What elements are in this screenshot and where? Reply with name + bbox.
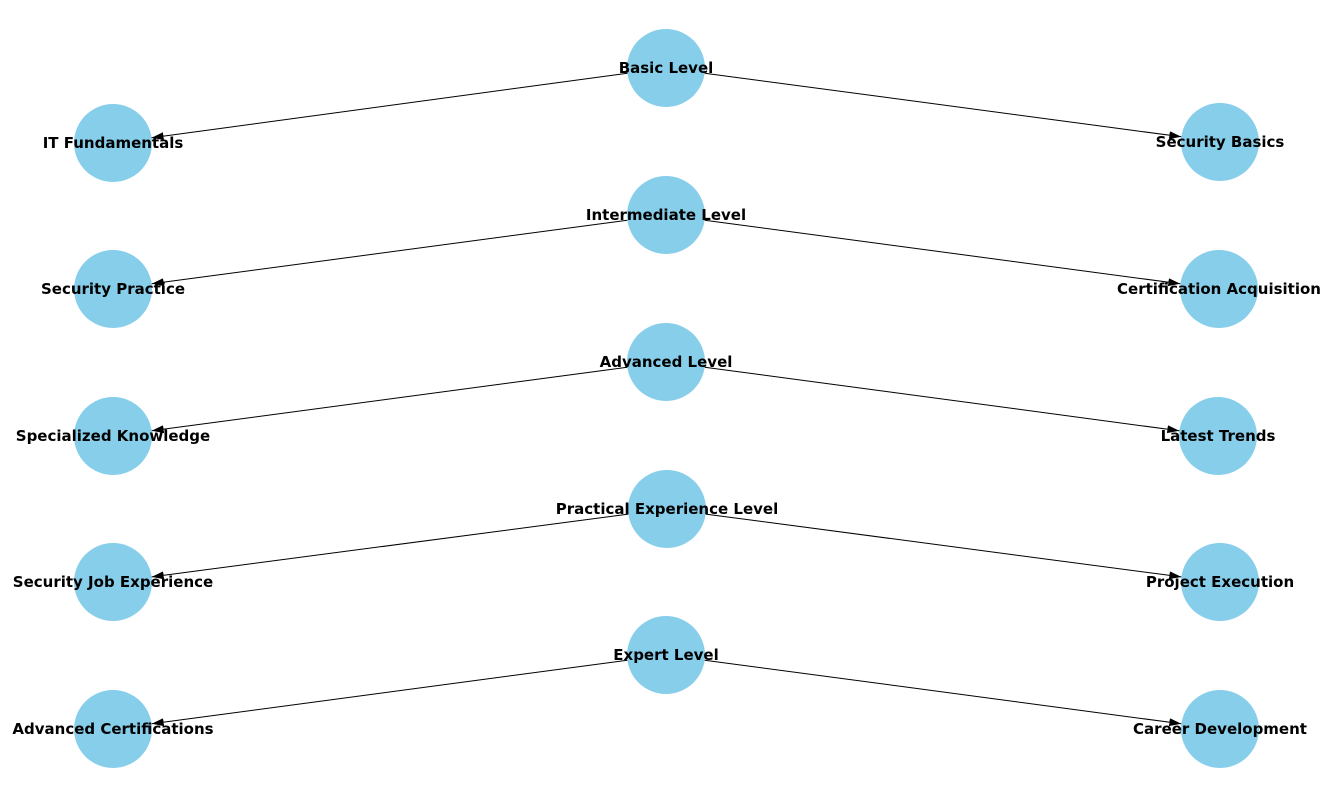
edge-expert-level-to-advanced-certifications [151, 659, 628, 727]
node-label-expert-level: Expert Level [613, 646, 718, 664]
edge-practical-experience-level-to-project-execution [705, 513, 1182, 580]
node-security-basics [1181, 103, 1259, 181]
node-basic-level [627, 29, 705, 107]
node-label-latest-trends: Latest Trends [1161, 427, 1276, 445]
node-security-job-experience [74, 543, 152, 621]
node-intermediate-level [627, 176, 705, 254]
node-label-practical-experience-level: Practical Experience Level [556, 500, 778, 518]
nodes-layer [74, 29, 1259, 768]
edge-expert-level-to-career-development [704, 659, 1182, 727]
node-label-security-basics: Security Basics [1156, 133, 1285, 151]
labels-layer: Basic Level IT Fundamentals Security Basic… [12, 59, 1321, 738]
node-latest-trends [1179, 397, 1257, 475]
node-label-advanced-certifications: Advanced Certifications [12, 720, 213, 738]
node-label-project-execution: Project Execution [1146, 573, 1294, 591]
node-it-fundamentals [74, 104, 152, 182]
node-advanced-level [627, 323, 705, 401]
edge-advanced-level-to-specialized-knowledge [151, 366, 628, 434]
edge-intermediate-level-to-security-practice [151, 219, 628, 287]
node-label-security-job-experience: Security Job Experience [13, 573, 213, 591]
node-certification-acquisition [1180, 250, 1258, 328]
node-expert-level [627, 616, 705, 694]
node-label-certification-acquisition: Certification Acquisition [1117, 280, 1321, 298]
node-specialized-knowledge [74, 397, 152, 475]
edge-basic-level-to-security-basics [704, 72, 1182, 140]
node-career-development [1181, 690, 1259, 768]
node-label-specialized-knowledge: Specialized Knowledge [16, 427, 210, 445]
node-practical-experience-level [628, 470, 706, 548]
edges-layer [151, 72, 1182, 727]
node-label-it-fundamentals: IT Fundamentals [43, 134, 184, 152]
node-project-execution [1181, 543, 1259, 621]
node-label-intermediate-level: Intermediate Level [586, 206, 746, 224]
edge-advanced-level-to-latest-trends [704, 366, 1180, 434]
edge-practical-experience-level-to-security-job-experience [151, 513, 629, 580]
node-advanced-certifications [74, 690, 152, 768]
node-label-basic-level: Basic Level [619, 59, 714, 77]
node-label-career-development: Career Development [1133, 720, 1307, 738]
node-label-security-practice: Security Practice [41, 280, 185, 298]
node-security-practice [74, 250, 152, 328]
edge-intermediate-level-to-certification-acquisition [704, 219, 1181, 287]
node-label-advanced-level: Advanced Level [600, 353, 733, 371]
edge-basic-level-to-it-fundamentals [151, 72, 628, 141]
